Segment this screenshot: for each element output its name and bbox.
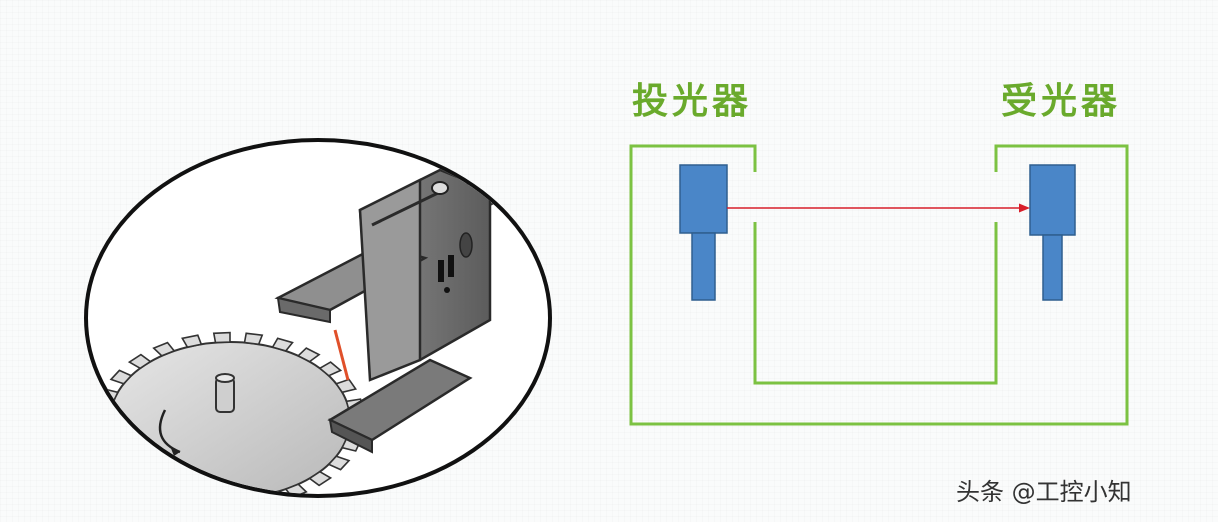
- slot-sensor-body: [274, 168, 492, 454]
- emitter-stem: [691, 232, 716, 301]
- wheel-tooth: [109, 369, 133, 385]
- wheel-tooth: [284, 483, 308, 494]
- watermark-text: 头条 @工控小知: [956, 478, 1132, 506]
- wheel-tooth: [127, 353, 152, 370]
- wheel-tooth: [271, 337, 294, 352]
- wheel-tooth: [296, 347, 321, 363]
- wheel-tooth: [318, 361, 343, 377]
- wheel-tooth: [308, 470, 333, 487]
- receiver-label: 受光器: [1001, 81, 1122, 122]
- wheel-tooth: [327, 455, 351, 471]
- light-beam-illustration: [333, 329, 350, 381]
- wheel-tooth: [212, 331, 231, 344]
- emitter-label: 投光器: [632, 81, 753, 122]
- wheel-tooth: [243, 332, 264, 346]
- receiver-stem: [1042, 234, 1063, 301]
- wheel-tooth: [181, 334, 203, 348]
- receiver-block: [1029, 164, 1076, 236]
- wheel-tooth: [335, 378, 358, 394]
- emitter-block: [679, 164, 728, 234]
- wheel-tooth: [152, 341, 176, 357]
- beam-arrowhead-icon: [1019, 203, 1030, 213]
- housing-outline: [629, 144, 1129, 426]
